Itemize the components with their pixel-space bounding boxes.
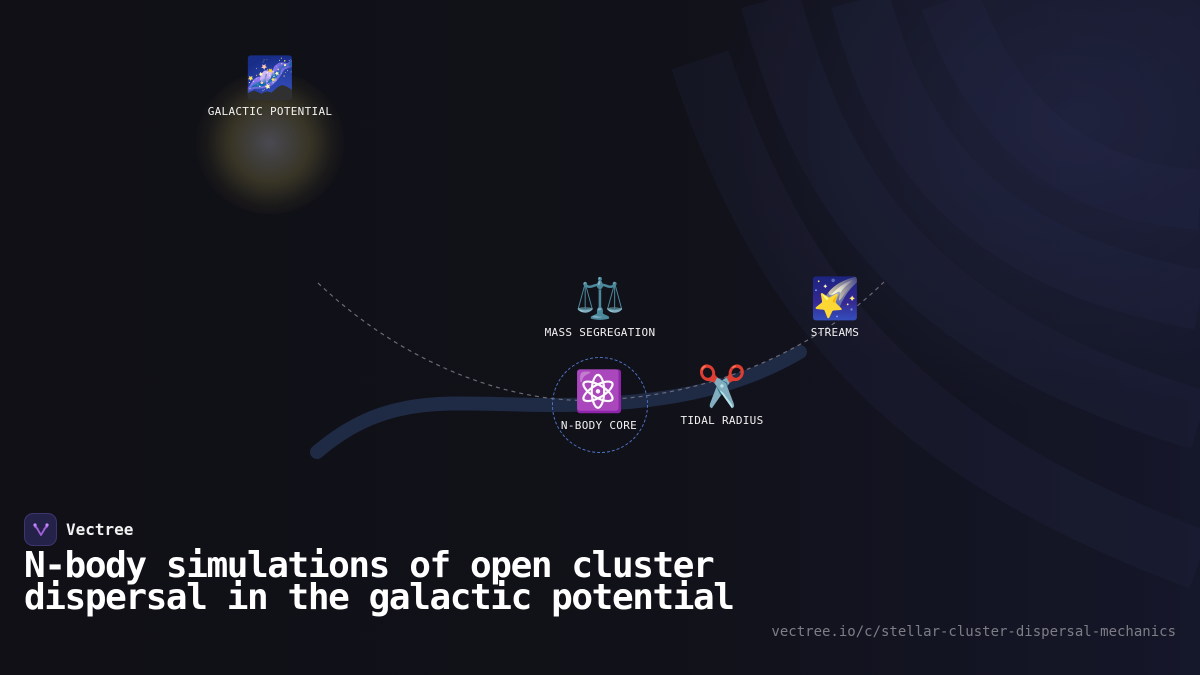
- node-galactic-potential[interactable]: 🌌 GALACTIC POTENTIAL: [190, 55, 350, 118]
- node-label-mass-segregation: MASS SEGREGATION: [544, 326, 656, 339]
- galactic-potential-glow: [196, 72, 344, 214]
- page-title: N-body simulations of open cluster dispe…: [24, 545, 735, 618]
- n-body-core-ring: [552, 357, 648, 453]
- scissors-icon: ✂️: [697, 364, 747, 410]
- source-url[interactable]: vectree.io/c/stellar-cluster-dispersal-m…: [771, 624, 1176, 640]
- node-label-galactic-potential: GALACTIC POTENTIAL: [207, 105, 333, 118]
- node-n-body-core[interactable]: ⚛️ N-BODY CORE: [519, 369, 679, 432]
- shooting-star-icon: 🌠: [810, 276, 860, 322]
- node-label-n-body-core: N-BODY CORE: [560, 419, 638, 432]
- node-tidal-radius[interactable]: ✂️ TIDAL RADIUS: [642, 364, 802, 427]
- milky-way-icon: 🌌: [245, 55, 295, 101]
- brand[interactable]: Vectree: [24, 512, 133, 546]
- balance-scale-icon: ⚖️: [575, 276, 625, 322]
- node-label-streams: STREAMS: [810, 326, 860, 339]
- vectree-logo-icon: [24, 512, 57, 546]
- brand-name: Vectree: [66, 519, 134, 539]
- node-streams[interactable]: 🌠 STREAMS: [755, 276, 915, 339]
- node-label-tidal-radius: TIDAL RADIUS: [680, 414, 764, 427]
- node-mass-segregation[interactable]: ⚖️ MASS SEGREGATION: [520, 276, 680, 339]
- atom-icon: ⚛️: [574, 369, 624, 415]
